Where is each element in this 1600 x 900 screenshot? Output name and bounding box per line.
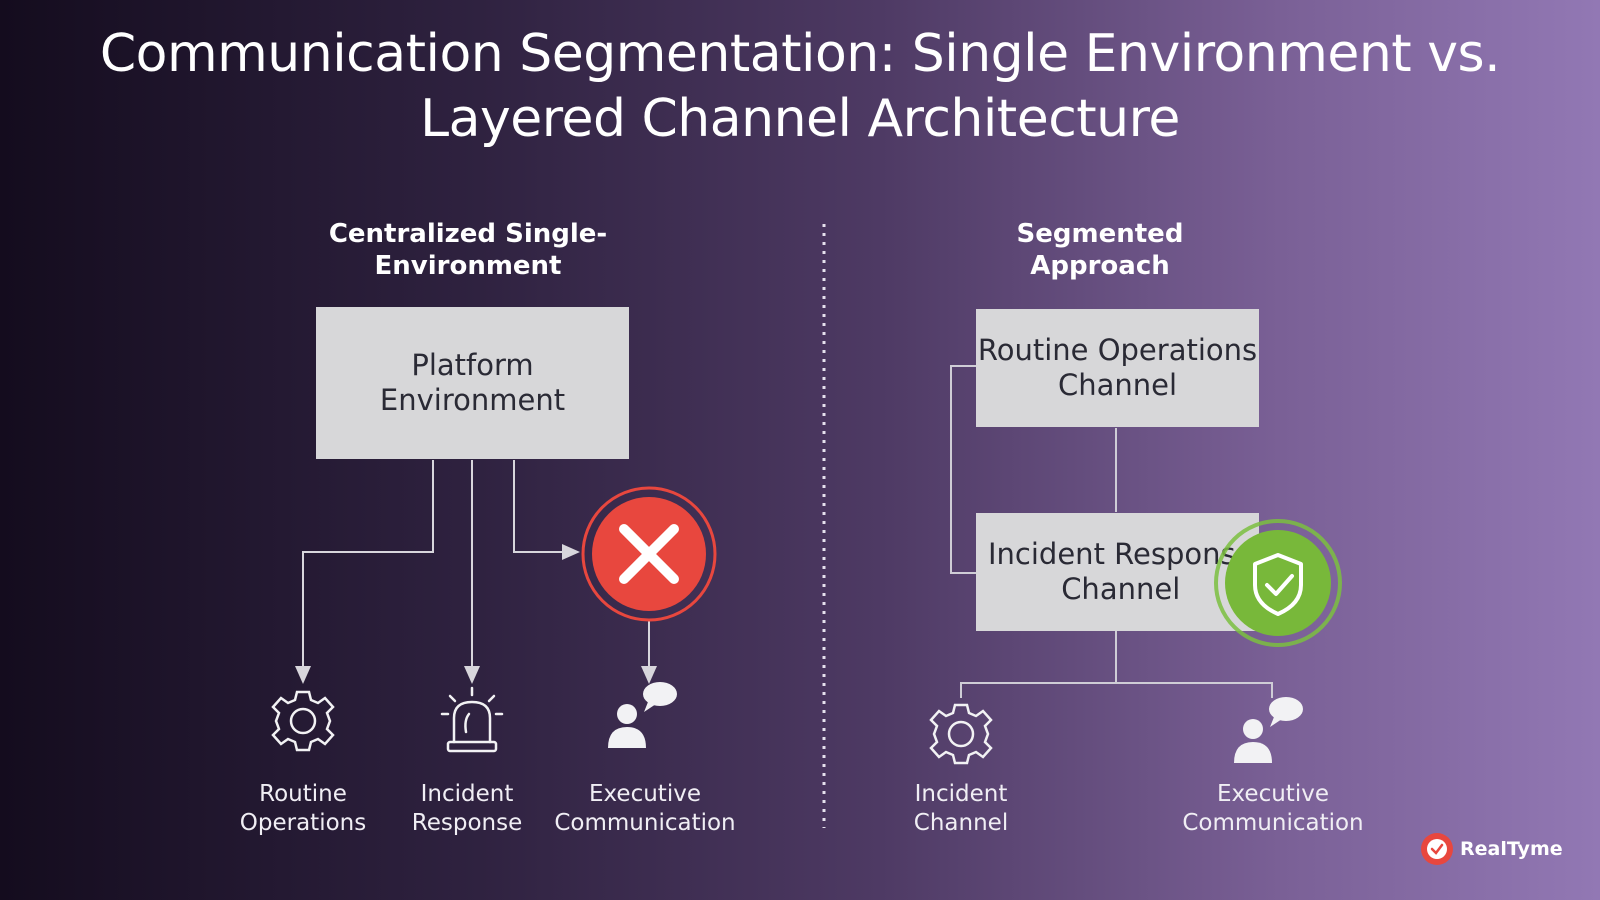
left-section-heading: Centralized Single- Environment bbox=[318, 218, 618, 282]
right-heading-line-2: Approach bbox=[1030, 251, 1170, 281]
left-heading-line-2: Environment bbox=[374, 251, 562, 281]
label-line-1: Incident bbox=[914, 781, 1008, 807]
incident-box-line-2: Channel bbox=[1061, 572, 1181, 606]
connector-bottom-branch bbox=[960, 630, 1273, 698]
platform-box-line-2: Environment bbox=[379, 383, 566, 417]
incident-response-channel-box: Incident Response Channel bbox=[976, 513, 1259, 631]
left-heading-line-1: Centralized Single- bbox=[328, 219, 608, 249]
routine-box-line-1: Routine Operations bbox=[977, 333, 1258, 367]
platform-box-line-1: Platform bbox=[411, 348, 534, 382]
right-heading-line-1: Segmented bbox=[1016, 219, 1184, 249]
label-line-1: Executive bbox=[589, 781, 701, 807]
brand-name: RealTyme bbox=[1460, 838, 1563, 860]
routine-operations-channel-box: Routine Operations Channel bbox=[976, 309, 1259, 427]
routine-box-line-2: Channel bbox=[1057, 368, 1178, 402]
label-line-2: Channel bbox=[913, 810, 1009, 836]
label-line-1: Incident bbox=[420, 781, 514, 807]
label-executive-communication-right: Executive Communication bbox=[1173, 780, 1373, 838]
label-line-1: Routine bbox=[259, 781, 347, 807]
label-line-2: Operations bbox=[239, 810, 367, 836]
connector-side-bracket bbox=[950, 365, 976, 574]
arrow-to-blocked bbox=[513, 460, 580, 560]
platform-environment-box: Platform Environment bbox=[316, 307, 629, 459]
brand-logo: RealTyme bbox=[1420, 832, 1563, 866]
title-line-1: Communication Segmentation: Single Envir… bbox=[99, 24, 1501, 84]
page-title: Communication Segmentation: Single Envir… bbox=[0, 22, 1600, 152]
label-incident-channel: Incident Channel bbox=[891, 780, 1031, 838]
incident-box-line-1: Incident Response bbox=[988, 537, 1254, 571]
realtyme-logo-icon bbox=[1421, 833, 1453, 865]
label-line-2: Response bbox=[411, 810, 523, 836]
label-line-1: Executive bbox=[1217, 781, 1329, 807]
arrow-to-routine bbox=[295, 460, 434, 684]
title-line-2: Layered Channel Architecture bbox=[420, 89, 1180, 149]
label-executive-communication: Executive Communication bbox=[545, 780, 745, 838]
label-routine-operations: Routine Operations bbox=[218, 780, 388, 838]
label-incident-response: Incident Response bbox=[392, 780, 542, 838]
label-line-2: Communication bbox=[1182, 810, 1364, 836]
label-line-2: Communication bbox=[554, 810, 736, 836]
right-section-heading: Segmented Approach bbox=[970, 218, 1230, 282]
